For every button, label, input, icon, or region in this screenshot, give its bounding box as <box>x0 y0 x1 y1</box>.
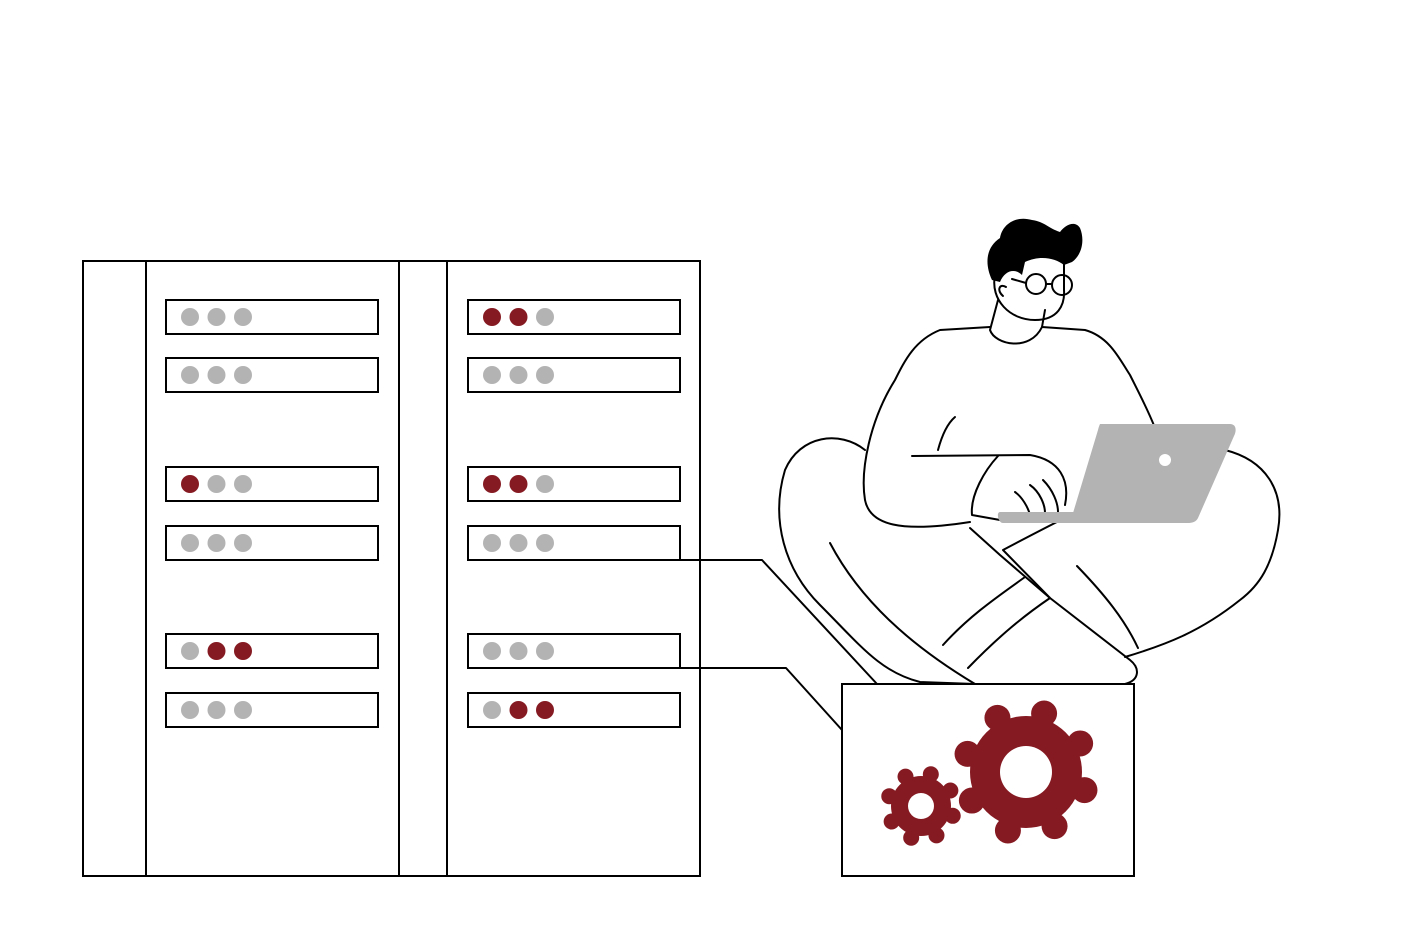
status-led-inactive <box>207 534 226 552</box>
status-led-inactive <box>509 642 528 660</box>
status-led-inactive <box>234 701 252 719</box>
person-working <box>778 218 1281 685</box>
status-led-inactive <box>483 366 501 384</box>
server-slot <box>467 466 681 502</box>
status-led-inactive <box>536 642 554 660</box>
gear-icon-small <box>881 766 961 846</box>
status-led-active <box>234 642 252 660</box>
status-led-inactive <box>483 701 501 719</box>
status-led-inactive <box>181 642 199 660</box>
status-led-inactive <box>207 308 226 326</box>
status-led-inactive <box>181 701 199 719</box>
connector-line <box>679 667 843 731</box>
server-slot <box>165 633 379 669</box>
server-slot <box>165 525 379 561</box>
status-led-inactive <box>181 308 199 326</box>
server-slot <box>467 299 681 335</box>
status-led-inactive <box>234 366 252 384</box>
status-led-active <box>181 475 199 493</box>
status-led-active <box>509 475 528 493</box>
status-led-inactive <box>207 366 226 384</box>
server-slot <box>467 357 681 393</box>
status-led-inactive <box>234 534 252 552</box>
status-led-active <box>509 308 528 326</box>
status-led-active <box>509 701 528 719</box>
server-slot <box>467 525 681 561</box>
status-led-inactive <box>181 366 199 384</box>
status-led-active <box>483 308 501 326</box>
status-led-inactive <box>536 534 554 552</box>
status-led-inactive <box>536 308 554 326</box>
status-led-active <box>483 475 501 493</box>
server-slot <box>467 633 681 669</box>
status-led-inactive <box>483 534 501 552</box>
server-slot <box>467 692 681 728</box>
status-led-inactive <box>207 475 226 493</box>
status-led-inactive <box>509 366 528 384</box>
laptop-icon <box>997 424 1236 523</box>
status-led-inactive <box>509 534 528 552</box>
server-slot <box>165 299 379 335</box>
server-rack-right <box>398 260 701 877</box>
server-slot <box>165 357 379 393</box>
status-led-inactive <box>181 534 199 552</box>
status-led-inactive <box>234 475 252 493</box>
server-slot <box>165 692 379 728</box>
status-led-inactive <box>536 475 554 493</box>
status-led-inactive <box>483 642 501 660</box>
connector-line <box>679 559 878 685</box>
status-led-inactive <box>536 366 554 384</box>
server-rack-left <box>82 260 400 877</box>
hair <box>987 218 1083 282</box>
status-led-active <box>207 642 226 660</box>
status-led-inactive <box>234 308 252 326</box>
status-led-active <box>536 701 554 719</box>
gear-icon-large <box>954 700 1098 844</box>
status-led-inactive <box>207 701 226 719</box>
server-slot <box>165 466 379 502</box>
